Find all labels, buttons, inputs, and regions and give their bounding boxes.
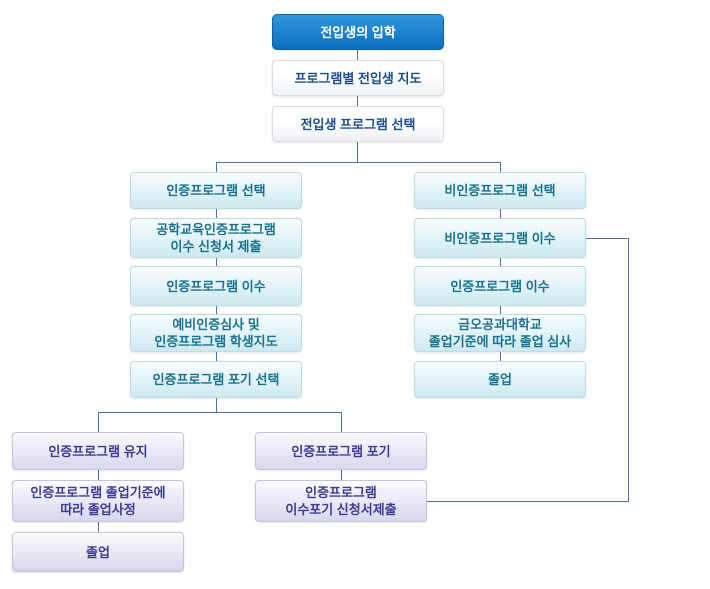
connector-select-split [357,142,358,162]
connector-bl2-bl3 [98,522,99,532]
node-non-accredited-program-selection: 비인증프로그램 선택 [414,172,586,209]
connector-l3-l4 [216,306,217,314]
connector-loopback-bottom [427,501,629,502]
node-accredited-program-withdrawal: 인증프로그램 포기 [255,432,427,470]
connector-split2-horizontal [98,412,342,413]
connector-l4-l5 [216,352,217,361]
connector-loopback-top [586,238,629,239]
connector-split2-left-drop [98,412,99,432]
connector-split1-left-drop [216,162,217,172]
node-preliminary-review-student-guidance: 예비인증심사 및 인증프로그램 학생지도 [130,314,302,352]
connector-split2-right-drop [341,412,342,432]
connector-r4-r5 [500,352,501,361]
node-withdrawal-application-submission: 인증프로그램 이수포기 신청서제출 [255,480,427,522]
connector-split1-right-drop [500,162,501,172]
connector-l2-l3 [216,258,217,266]
node-transfer-student-admission: 전입생의 입학 [272,14,444,50]
node-accreditation-application-submission: 공학교육인증프로그램 이수 신청서 제출 [130,218,302,258]
node-non-accredited-program-completion: 비인증프로그램 이수 [414,218,586,258]
connector-bl1-bl2 [98,470,99,480]
connector-l5-split2 [216,398,217,412]
connector-guide-select [357,96,358,106]
node-program-transfer-guidance: 프로그램별 전입생 지도 [272,60,444,96]
connector-l1-l2 [216,209,217,218]
node-accredited-program-maintain: 인증프로그램 유지 [12,432,184,470]
node-accredited-program-completion: 인증프로그램 이수 [130,266,302,306]
node-accredited-program-completion-right: 인증프로그램 이수 [414,266,586,306]
connector-loopback-vertical [628,238,629,502]
node-university-graduation-review: 금오공과대학교 졸업기준에 따라 졸업 심사 [414,314,586,352]
node-graduation-left: 졸업 [12,532,184,572]
connector-r2-r3 [500,258,501,266]
connector-bm1-bm2 [341,470,342,480]
node-accredited-program-selection: 인증프로그램 선택 [130,172,302,209]
node-accredited-graduation-assessment: 인증프로그램 졸업기준에 따라 졸업사정 [12,480,184,522]
node-graduation-right: 졸업 [414,361,586,398]
node-transfer-program-selection: 전입생 프로그램 선택 [272,106,444,142]
connector-split1-horizontal [216,162,501,163]
node-accredited-withdrawal-selection: 인증프로그램 포기 선택 [130,361,302,398]
connector-start-guide [357,50,358,60]
connector-r3-r4 [500,306,501,314]
connector-r1-r2 [500,209,501,218]
